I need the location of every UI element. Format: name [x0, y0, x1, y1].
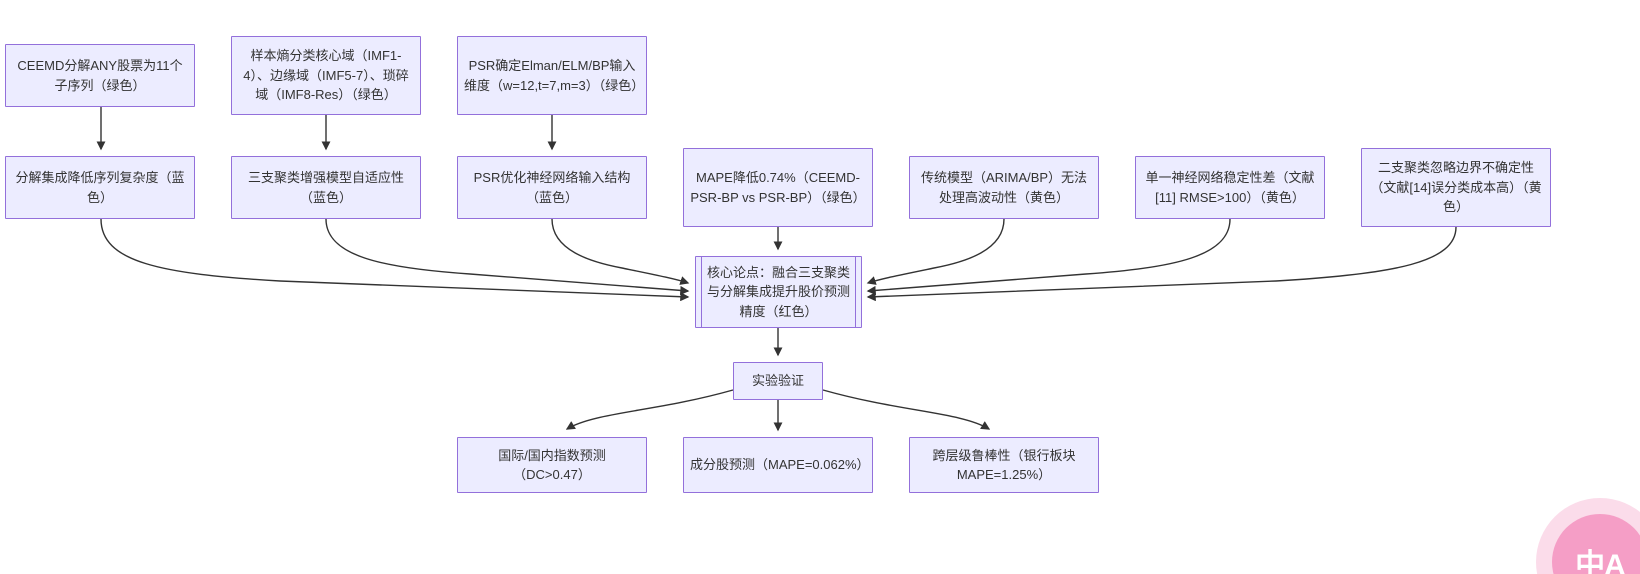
node-single-nn-label: 单一神经网络稳定性差（文献[11] RMSE>100）（黄色） [1145, 170, 1315, 205]
edge-experiment-robust [822, 389, 991, 430]
node-decomp-label: 分解集成降低序列复杂度（蓝色） [15, 170, 185, 205]
node-two-way-label: 二支聚类忽略边界不确定性（文献[14]误分类成本高）（黄色） [1370, 160, 1542, 215]
node-two-way: 二支聚类忽略边界不确定性（文献[14]误分类成本高）（黄色） [1361, 148, 1551, 227]
edge-decomp-core [100, 218, 690, 302]
node-psr-opt: PSR优化神经网络输入结构（蓝色） [457, 156, 647, 219]
node-three-way-label: 三支聚类增强模型自适应性（蓝色） [247, 170, 404, 205]
node-core-thesis-label: 核心论点：融合三支聚类与分解集成提升股价预测精度（红色） [706, 264, 850, 319]
translate-badge-icon[interactable]: 中A [1552, 514, 1640, 574]
edge-experiment-index [565, 389, 734, 430]
node-index-pred: 国际/国内指数预测（DC>0.47） [457, 437, 647, 493]
node-psr-dim-label: PSR确定Elman/ELM/BP输入维度（w=12,t=7,m=3）（绿色） [464, 58, 645, 93]
node-robust: 跨层级鲁棒性（银行板块MAPE=1.25%） [909, 437, 1099, 493]
node-index-pred-label: 国际/国内指数预测（DC>0.47） [498, 447, 606, 483]
node-traditional: 传统模型（ARIMA/BP）无法处理高波动性（黄色） [909, 156, 1099, 219]
node-psr-opt-label: PSR优化神经网络输入结构（蓝色） [473, 170, 631, 205]
node-traditional-label: 传统模型（ARIMA/BP）无法处理高波动性（黄色） [920, 170, 1088, 205]
node-mape-label: MAPE降低0.74%（CEEMD-PSR-BP vs PSR-BP）（绿色） [690, 170, 866, 205]
node-ceemd-label: CEEMD分解ANY股票为11个子序列（绿色） [17, 58, 183, 93]
node-entropy: 样本熵分类核心域（IMF1-4）、边缘域（IMF5-7）、琐碎域（IMF8-Re… [231, 36, 421, 115]
node-mape: MAPE降低0.74%（CEEMD-PSR-BP vs PSR-BP）（绿色） [683, 148, 873, 227]
node-stock-pred-label: 成分股预测（MAPE=0.062%） [690, 457, 870, 473]
node-three-way: 三支聚类增强模型自适应性（蓝色） [231, 156, 421, 219]
node-decomp: 分解集成降低序列复杂度（蓝色） [5, 156, 195, 219]
node-experiment: 实验验证 [733, 362, 823, 400]
node-single-nn: 单一神经网络稳定性差（文献[11] RMSE>100）（黄色） [1135, 156, 1325, 219]
node-entropy-label: 样本熵分类核心域（IMF1-4）、边缘域（IMF5-7）、琐碎域（IMF8-Re… [243, 48, 409, 103]
translate-badge-label: 中A [1575, 549, 1626, 574]
edge-traditional-core [866, 218, 1005, 285]
node-experiment-label: 实验验证 [751, 373, 804, 389]
node-core-thesis: 核心论点：融合三支聚类与分解集成提升股价预测精度（红色） [695, 256, 862, 328]
edge-psropt-core [551, 218, 690, 285]
edge-twoway-core [866, 226, 1457, 302]
node-robust-label: 跨层级鲁棒性（银行板块MAPE=1.25%） [932, 447, 1076, 483]
node-psr-dim: PSR确定Elman/ELM/BP输入维度（w=12,t=7,m=3）（绿色） [457, 36, 647, 115]
edge-threeway-core [325, 218, 690, 296]
node-stock-pred: 成分股预测（MAPE=0.062%） [683, 437, 873, 493]
node-ceemd: CEEMD分解ANY股票为11个子序列（绿色） [5, 44, 195, 107]
edge-singlenn-core [866, 218, 1231, 296]
